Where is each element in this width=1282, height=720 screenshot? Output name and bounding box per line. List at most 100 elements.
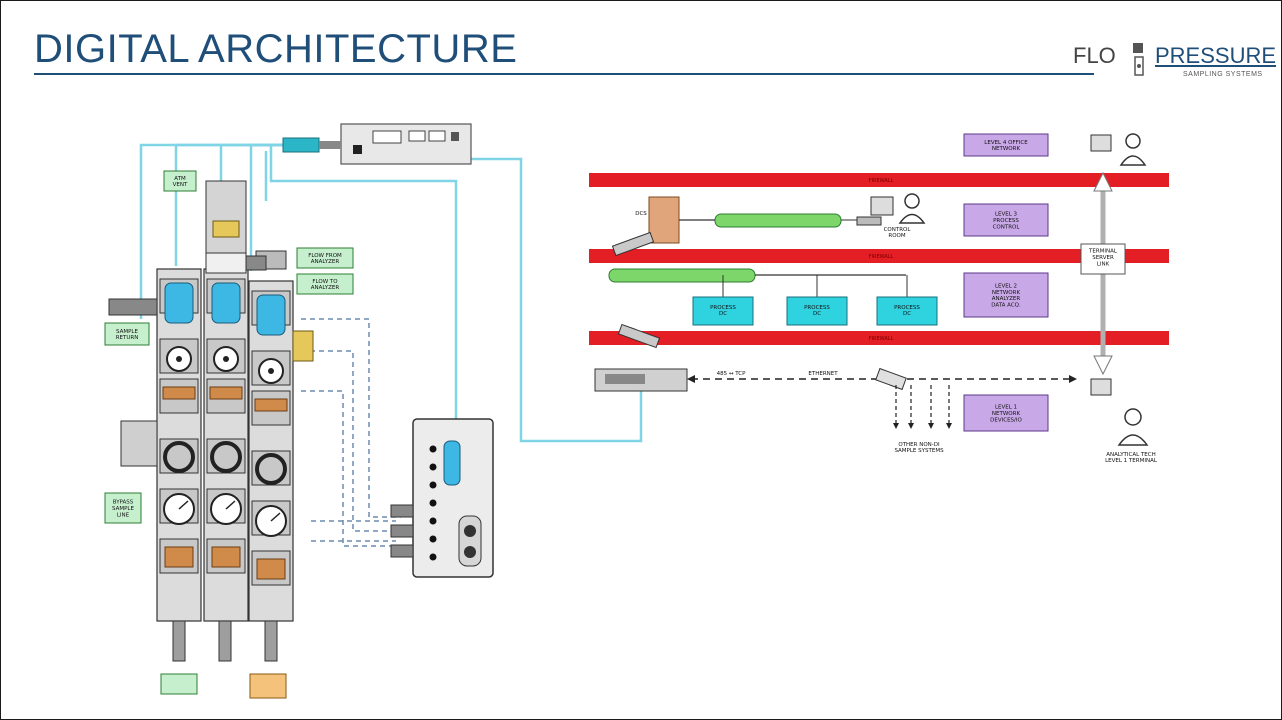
firewall-label: FIREWALL <box>869 336 894 342</box>
fitting-ring <box>163 441 195 473</box>
ethernet-switch <box>875 367 907 391</box>
controller-port <box>408 130 426 142</box>
drain-leg <box>264 620 278 662</box>
operator-body <box>898 213 926 224</box>
terminal-dot <box>429 463 437 471</box>
dcs-label: DCS <box>635 211 647 217</box>
flow-from-analyzer-tag-box <box>296 247 354 269</box>
analyst-head <box>1124 408 1142 426</box>
ethernet-arrow-left <box>687 375 695 383</box>
filter-bowl <box>164 282 194 324</box>
firewall-label: FIREWALL <box>869 254 894 260</box>
signal-dashed-line <box>301 350 401 532</box>
cable-gland <box>390 524 414 538</box>
junction-indicator <box>443 440 461 486</box>
drain-leg <box>218 620 232 662</box>
level-box <box>963 133 1049 157</box>
title-underline <box>34 73 1094 75</box>
analyst-body <box>1117 434 1149 446</box>
controller-switch <box>451 132 459 141</box>
valve-body <box>205 252 247 274</box>
terminal-dot <box>429 445 437 453</box>
selector-switch <box>458 515 482 567</box>
side-solenoid <box>292 330 314 362</box>
firewall-bar <box>589 331 1169 345</box>
terminal-arrow-head-up <box>1093 171 1113 192</box>
device-arrow <box>908 423 914 429</box>
converter-ports <box>605 374 645 384</box>
office-user-head <box>1125 133 1141 149</box>
drain-tag <box>160 673 198 695</box>
logo-tagline: SAMPLING SYSTEMS <box>1183 71 1263 78</box>
terminal-dot <box>429 535 437 543</box>
signal-dashed-line <box>301 318 401 518</box>
solenoid-valve <box>212 220 240 238</box>
firewall-bar <box>589 249 1169 263</box>
valve-handle <box>209 386 243 400</box>
control-room-monitor <box>870 196 894 216</box>
controller-port <box>372 130 402 144</box>
terminal-dot <box>429 553 437 561</box>
logo-word-pressure: PRESSURE <box>1155 43 1277 68</box>
controller-led <box>353 145 362 154</box>
controller-unit <box>340 123 472 165</box>
process-box <box>786 296 848 326</box>
dcs-cabinet <box>648 196 680 244</box>
vent-tag <box>249 673 287 699</box>
valve-handle <box>254 398 288 412</box>
terminal-server-box <box>1080 243 1126 275</box>
level3-bus <box>714 213 842 228</box>
side-manifold <box>120 420 158 467</box>
cable-line <box>139 143 301 319</box>
signal-dashed-line <box>301 390 401 547</box>
level-box <box>963 203 1049 237</box>
gauge-needle <box>225 500 236 510</box>
filter-bowl <box>211 282 241 324</box>
usb-plug <box>319 141 341 149</box>
ethernet-label: ETHERNET <box>808 371 838 377</box>
terminal-arrow-head-down <box>1093 355 1113 376</box>
return-fitting <box>108 298 158 316</box>
gauge-hub <box>176 356 182 362</box>
firewall-label: FIREWALL <box>869 178 894 184</box>
cable-gland <box>390 544 414 558</box>
device-arrow <box>946 423 952 429</box>
level-box <box>963 394 1049 432</box>
process-box <box>876 296 938 326</box>
company-logo: FLO PRESSURE SAMPLING SYSTEMS <box>1073 39 1277 87</box>
controller-port <box>428 130 446 142</box>
cable-gland <box>390 504 414 518</box>
process-box <box>692 296 754 326</box>
valve-handle <box>256 558 286 580</box>
bypass-sample-tag-box <box>104 492 142 524</box>
gauge-hub <box>223 356 229 362</box>
gauge-hub <box>268 368 274 374</box>
level-box <box>963 272 1049 318</box>
valve-handle <box>164 546 194 568</box>
sample-system-hardware <box>108 123 494 699</box>
page-title: DIGITAL ARCHITECTURE <box>34 27 518 71</box>
ethernet-arrow-right <box>1069 375 1077 383</box>
control-room-keyboard <box>856 216 882 226</box>
device-arrow <box>893 423 899 429</box>
analyzer-fitting <box>245 255 267 271</box>
flow-to-analyzer-tag-box <box>296 273 354 295</box>
level3-switch <box>611 231 655 257</box>
usb-connector <box>282 137 320 153</box>
sample-return-tag-box <box>104 322 150 346</box>
firewall-bar <box>589 173 1169 187</box>
terminal-dot <box>429 481 437 489</box>
fitting-ring <box>210 441 242 473</box>
rs485-label: 485 ↔ TCP <box>717 371 746 377</box>
